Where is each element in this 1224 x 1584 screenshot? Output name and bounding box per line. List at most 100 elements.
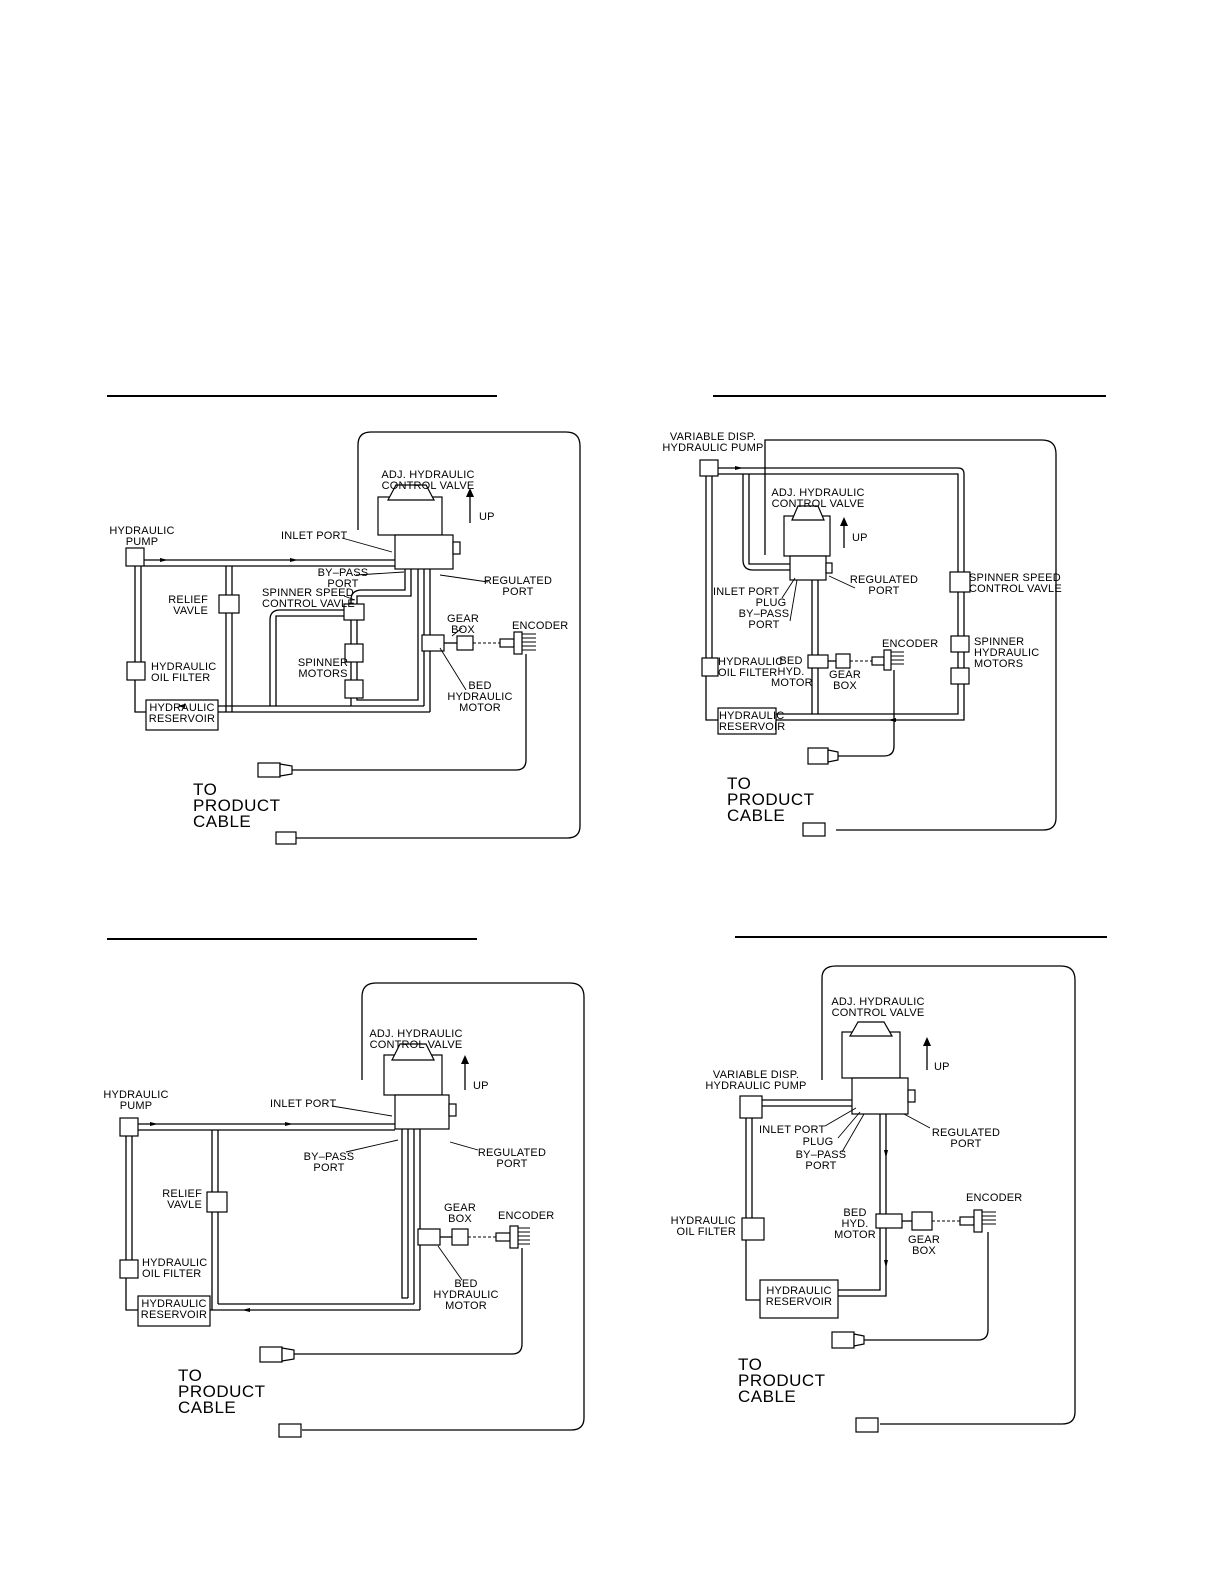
plug-label: PLUG [755,597,787,609]
valve-label: ADJ. HYDRAULIC CONTROL VALVE [831,996,925,1019]
regulated-port-label: REGULATED PORT [483,575,553,598]
filter-box [126,661,146,681]
bypass-port-label: BY–PASS PORT [303,1151,355,1174]
diagram-4-title-rule [735,936,1107,938]
reservoir-label: HYDRAULIC RESERVOIR [765,1285,833,1308]
spinner-motor-2 [950,667,970,685]
reservoir-box [759,1279,839,1319]
diagram-1-title-rule [107,395,497,397]
gearbox-label: GEAR BOX [829,669,861,692]
filter-box [701,657,719,677]
spinner-control-label: SPINNER SPEED CONTROL VAVLE [262,587,355,610]
spinner-control-label: SPINNER SPEED CONTROL VAVLE [969,572,1062,595]
encoder-label: ENCODER [498,1210,555,1222]
filter-box [741,1217,765,1241]
regulated-port-label: REGULATED PORT [931,1127,1001,1150]
gearbox-box [911,1211,933,1231]
diagram-3: ADJ. HYDRAULIC CONTROL VALVE UP HYDRAULI… [0,0,612,1500]
spinner-control-box [343,603,365,621]
valve-body [783,515,831,557]
encoder-icon [509,1225,519,1249]
reservoir-label: HYDRAULIC RESERVOIR [719,710,786,733]
diagram-4: ADJ. HYDRAULIC CONTROL VALVE UP VARIABLE… [670,965,1076,1433]
inlet-port-label: INLET PORT [713,586,780,598]
diagram-3-title-rule [107,938,477,940]
up-label: UP [852,532,868,544]
encoder-icon [973,1209,983,1233]
valve-manifold [789,555,827,581]
bed-motor-label: BED HYD. MOTOR [834,1207,876,1241]
pump-box [739,1095,763,1119]
encoder-icon [883,649,892,671]
bed-motor-label: BED HYDRAULIC MOTOR [447,680,513,714]
inlet-port-label: INLET PORT [270,1098,337,1110]
reservoir-box [717,707,777,735]
inlet-port-label: INLET PORT [281,530,348,542]
bed-motor-label: BED HYDRAULIC MOTOR [433,1278,499,1312]
diagram-1: ADJ. HYDRAULIC CONTROL VALVE UP HYDRAULI… [0,0,612,880]
spinner-control-box [949,571,971,593]
valve-body [383,1054,443,1096]
diagram-3-schematic [119,982,585,1438]
encoder-label: ENCODER [512,620,569,632]
gearbox-label: GEAR BOX [444,1202,476,1225]
spinner-motors-label: SPINNER HYDRAULIC MOTORS [974,636,1040,670]
spinner-motor-1 [344,643,364,663]
valve-label: ADJ. HYDRAULIC CONTROL VALVE [771,487,865,510]
diagram-2: VARIABLE DISP. HYDRAULIC PUMP ADJ. HYDRA… [662,431,1062,837]
pump-label: HYDRAULIC PUMP [109,525,175,548]
up-label: UP [934,1061,950,1073]
filter-label: HYDRAULIC OIL FILTER [670,1215,736,1238]
connector-2-icon [855,1417,879,1433]
valve-manifold [851,1077,909,1115]
plug-label: PLUG [802,1136,834,1148]
bypass-port-label: BY–PASS PORT [795,1149,847,1172]
bed-motor-box [875,1213,903,1229]
pump-label: VARIABLE DISP. HYDRAULIC PUMP [705,1069,807,1092]
valve-manifold [394,1094,450,1130]
product-cable-label: TO PRODUCT CABLE [727,774,815,825]
bed-motor-label: BED HYD. MOTOR [771,655,813,689]
connector-2-icon [802,822,826,837]
gearbox-label: GEAR BOX [447,613,479,636]
spinner-motors-label: SPINNER MOTORS [297,657,349,680]
spinner-motor-1 [950,635,970,653]
regulated-port-label: REGULATED PORT [477,1147,547,1170]
encoder-label: ENCODER [882,638,939,650]
pump-label: HYDRAULIC PUMP [103,1089,169,1112]
bypass-port-label: BY–PASS PORT [738,608,790,631]
valve-body [841,1031,901,1079]
reservoir-box [137,1295,211,1327]
filter-box [119,1259,139,1279]
relief-valve-box [218,594,240,614]
diagram-2-schematic [699,439,1057,837]
product-cable-label: TO PRODUCT CABLE [178,1366,266,1417]
encoder-icon [513,631,523,655]
inlet-port-label: INLET PORT [759,1124,826,1136]
relief-valve-label: RELIEF VAVLE [168,594,208,617]
connector-2-icon [275,831,297,845]
reservoir-label: HYDRAULIC RESERVOIR [148,702,216,725]
pump-box [119,1117,139,1137]
gearbox-label: GEAR BOX [908,1234,940,1257]
diagram-4-schematic [739,965,1076,1433]
filter-label: HYDRAULIC OIL FILTER [142,1257,208,1280]
up-label: UP [473,1080,489,1092]
valve-label: ADJ. HYDRAULIC CONTROL VALVE [381,469,475,492]
filter-label: HYDRAULIC OIL FILTER [151,661,217,684]
up-label: UP [479,511,495,523]
regulated-port-label: REGULATED PORT [849,574,919,597]
pump-label: VARIABLE DISP. HYDRAULIC PUMP [662,431,764,454]
encoder-label: ENCODER [966,1192,1023,1204]
spinner-motor-2 [344,679,364,699]
diagram-1-schematic [125,431,581,845]
relief-valve-box [206,1191,228,1213]
valve-label: ADJ. HYDRAULIC CONTROL VALVE [369,1028,463,1051]
valve-body [377,496,443,536]
product-cable-label: TO PRODUCT CABLE [738,1355,826,1406]
relief-valve-label: RELIEF VAVLE [162,1188,202,1211]
product-cable-label: TO PRODUCT CABLE [193,780,281,831]
bypass-port-label: BY–PASS PORT [317,567,369,590]
connector-2-icon [278,1423,302,1438]
connector-1-icon [831,1331,855,1349]
